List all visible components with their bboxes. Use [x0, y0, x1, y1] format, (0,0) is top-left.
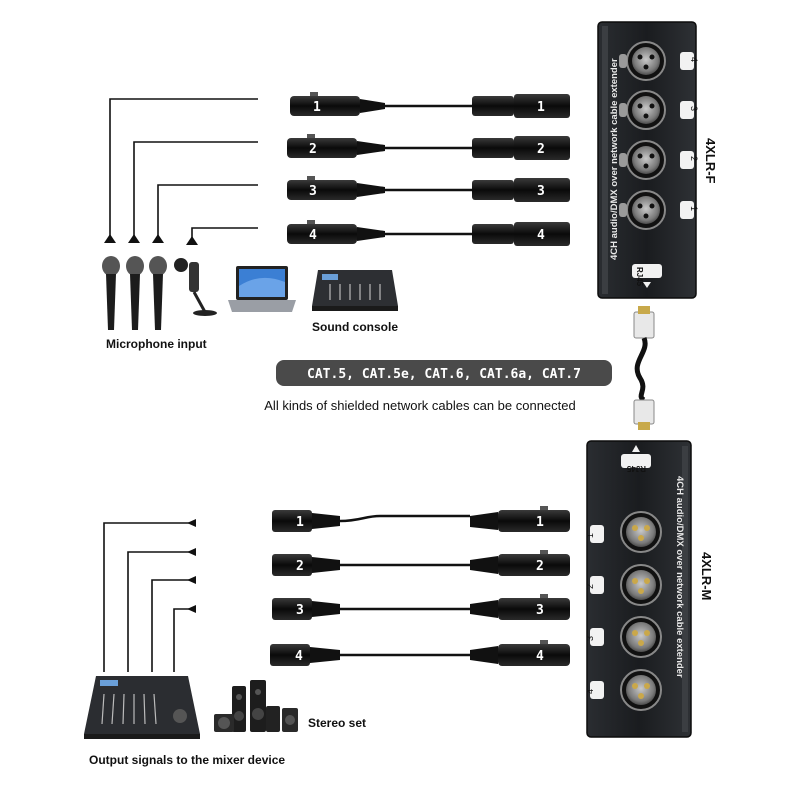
- xlr-female-connector: [498, 510, 570, 532]
- network-cable: [633, 306, 655, 430]
- bottom-extender-device: RJ45 4CH audio/DMX over network cable ex…: [585, 440, 692, 738]
- arrow-left-icon: [187, 576, 196, 584]
- channel-badges: 4 3 2 1: [680, 52, 699, 219]
- cable-number-right: 2: [537, 142, 545, 157]
- xlr-male-connector: [272, 510, 312, 532]
- channel-badge: 1: [689, 206, 699, 211]
- xlr-male-connector: [472, 224, 514, 244]
- channel-badge: 1: [585, 533, 595, 538]
- sound-console-image: [312, 270, 398, 311]
- top-cable-1: 1 1: [290, 92, 570, 118]
- bottom-arrowheads: [187, 519, 196, 613]
- microphones: [102, 256, 167, 330]
- xlr-male-connector: [472, 180, 514, 200]
- cable-number-right: 4: [537, 228, 545, 243]
- stereo-set-image: [214, 680, 298, 732]
- channel-badges: 1 2 3 4: [585, 525, 604, 699]
- top-cable-4: 4 4: [287, 220, 570, 246]
- cable-number-right: 1: [536, 515, 544, 530]
- cable-types-text: CAT.5, CAT.5e, CAT.6, CAT.6a, CAT.7: [307, 367, 581, 382]
- podcast-microphone: [174, 258, 217, 316]
- bottom-routing-lines: [103, 522, 196, 672]
- bottom-cable-3: 3 3: [272, 594, 570, 620]
- top-arrowheads: [104, 234, 198, 245]
- laptop-image: [228, 266, 296, 312]
- device-side-text: 4CH audio/DMX over network cable extende…: [674, 476, 685, 678]
- xlr-male-connector: [272, 554, 312, 576]
- xlr-female-connector: [498, 598, 570, 620]
- top-routing-lines: [109, 98, 258, 240]
- channel-badge: 4: [689, 57, 699, 62]
- cable-number-left: 4: [295, 649, 303, 664]
- cable-types-banner: [276, 360, 612, 386]
- channel-badge: 3: [689, 106, 699, 111]
- xlr-male-connector: [272, 598, 312, 620]
- device-side-text: 4CH audio/DMX over network cable extende…: [609, 58, 620, 260]
- cable-number-right: 1: [537, 100, 545, 115]
- top-cables: 1 1 2 2 3 3: [287, 92, 570, 246]
- channel-badge: 2: [689, 156, 699, 161]
- xlr-female-connector: [290, 96, 360, 116]
- cable-number-right: 4: [536, 649, 544, 664]
- xlr-female-connector: [287, 224, 357, 244]
- bottom-cable-1: 1 1: [272, 506, 570, 532]
- cable-number-right: 3: [536, 603, 544, 618]
- microphone-input-label: Microphone input: [106, 337, 207, 351]
- arrow-up-icon: [632, 445, 640, 452]
- xlr-female-connector: [287, 180, 357, 200]
- sound-console-label: Sound console: [312, 320, 398, 334]
- port-label: RJ45: [626, 464, 646, 473]
- arrow-up-icon: [186, 236, 198, 245]
- channel-badge: 3: [585, 636, 595, 641]
- arrow-left-icon: [187, 605, 196, 613]
- port-label: RJ45: [635, 267, 644, 287]
- channel-badge: 2: [585, 584, 595, 589]
- xlr-female-connector: [498, 644, 570, 666]
- cable-number-left: 3: [296, 603, 304, 618]
- xlr-male-connector: [472, 138, 514, 158]
- mixer-output-label: Output signals to the mixer device: [89, 753, 285, 767]
- arrow-up-icon: [128, 234, 140, 243]
- top-device-label: 4XLR-F: [703, 138, 718, 184]
- cable-number-left: 4: [309, 228, 317, 243]
- top-cable-2: 2 2: [287, 134, 570, 160]
- bottom-device-label: 4XLR-M: [699, 552, 714, 600]
- xlr-female-connector: [498, 554, 570, 576]
- arrow-down-icon: [643, 282, 651, 288]
- stereo-set-label: Stereo set: [308, 716, 366, 730]
- cable-number-right: 2: [536, 559, 544, 574]
- cable-note-text: All kinds of shielded network cables can…: [264, 398, 575, 413]
- cable-number-left: 2: [309, 142, 317, 157]
- arrow-left-icon: [187, 548, 196, 556]
- bottom-cable-2: 2 2: [272, 550, 570, 576]
- arrow-up-icon: [152, 234, 164, 243]
- bottom-cables: 1 1 2 2 3 3: [270, 506, 570, 666]
- top-cable-3: 3 3: [287, 176, 570, 202]
- xlr-female-sockets: [626, 41, 666, 230]
- cable-number-right: 3: [537, 184, 545, 199]
- cable-number-left: 1: [313, 100, 321, 115]
- xlr-female-connector: [287, 138, 357, 158]
- channel-badge: 4: [585, 689, 595, 694]
- bottom-cable-4: 4 4: [270, 640, 570, 666]
- cable-number-left: 1: [296, 515, 304, 530]
- top-extender-device: 4CH audio/DMX over network cable extende…: [597, 21, 699, 299]
- cable-number-left: 3: [309, 184, 317, 199]
- arrow-left-icon: [187, 519, 196, 527]
- arrow-up-icon: [104, 234, 116, 243]
- cable-number-left: 2: [296, 559, 304, 574]
- xlr-male-connector: [472, 96, 514, 116]
- mixer-device-image: [84, 676, 200, 739]
- xlr-male-sockets: [620, 511, 662, 711]
- xlr-male-connector: [270, 644, 310, 666]
